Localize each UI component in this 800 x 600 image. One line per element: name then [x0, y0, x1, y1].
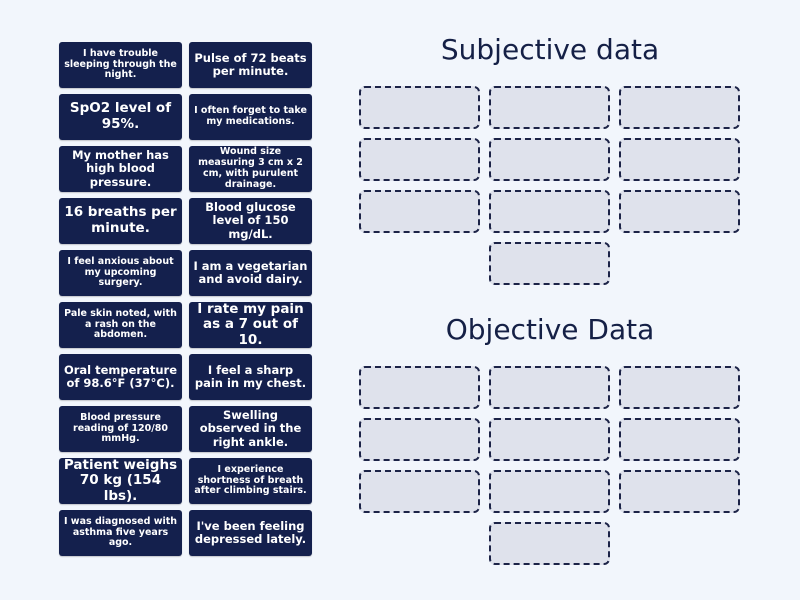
drop-slot[interactable] [619, 366, 740, 409]
drop-slot[interactable] [619, 190, 740, 233]
draggable-card[interactable]: I often forget to take my medications. [189, 94, 312, 140]
draggable-card[interactable]: Pale skin noted, with a rash on the abdo… [59, 302, 182, 348]
draggable-card[interactable]: 16 breaths per minute. [59, 198, 182, 244]
draggable-card[interactable]: Oral temperature of 98.6°F (37°C). [59, 354, 182, 400]
drop-slot[interactable] [489, 366, 610, 409]
drop-slot[interactable] [359, 366, 480, 409]
draggable-card[interactable]: I feel a sharp pain in my chest. [189, 354, 312, 400]
drop-slot[interactable] [489, 470, 610, 513]
draggable-card[interactable]: My mother has high blood pressure. [59, 146, 182, 192]
draggable-card[interactable]: I feel anxious about my upcoming surgery… [59, 250, 182, 296]
draggable-card[interactable]: SpO2 level of 95%. [59, 94, 182, 140]
drop-slot[interactable] [359, 190, 480, 233]
drop-slot[interactable] [489, 190, 610, 233]
draggable-card[interactable]: Swelling observed in the right ankle. [189, 406, 312, 452]
drop-slot[interactable] [359, 418, 480, 461]
drop-slot[interactable] [489, 522, 610, 565]
drop-slot[interactable] [619, 138, 740, 181]
drop-slot[interactable] [359, 138, 480, 181]
draggable-card[interactable]: I am a vegetarian and avoid dairy. [189, 250, 312, 296]
draggable-card[interactable]: Pulse of 72 beats per minute. [189, 42, 312, 88]
drop-slot[interactable] [489, 86, 610, 129]
drop-slot[interactable] [619, 470, 740, 513]
draggable-card[interactable]: I've been feeling depressed lately. [189, 510, 312, 556]
drop-slot[interactable] [619, 418, 740, 461]
drop-slot[interactable] [489, 138, 610, 181]
drop-slot[interactable] [489, 242, 610, 285]
draggable-card[interactable]: I have trouble sleeping through the nigh… [59, 42, 182, 88]
group-title: Subjective data [440, 33, 660, 66]
drop-slot[interactable] [359, 86, 480, 129]
group-title: Objective Data [445, 313, 655, 346]
draggable-card[interactable]: Patient weighs 70 kg (154 lbs). [59, 457, 182, 504]
draggable-card[interactable]: I rate my pain as a 7 out of 10. [189, 301, 312, 348]
draggable-card[interactable]: I was diagnosed with asthma five years a… [59, 510, 182, 556]
draggable-card[interactable]: I experience shortness of breath after c… [189, 458, 312, 504]
drop-slot[interactable] [619, 86, 740, 129]
draggable-card[interactable]: Blood pressure reading of 120/80 mmHg. [59, 406, 182, 452]
draggable-card[interactable]: Wound size measuring 3 cm x 2 cm, with p… [189, 146, 312, 192]
drop-slot[interactable] [489, 418, 610, 461]
drop-slot[interactable] [359, 470, 480, 513]
draggable-card[interactable]: Blood glucose level of 150 mg/dL. [189, 198, 312, 244]
